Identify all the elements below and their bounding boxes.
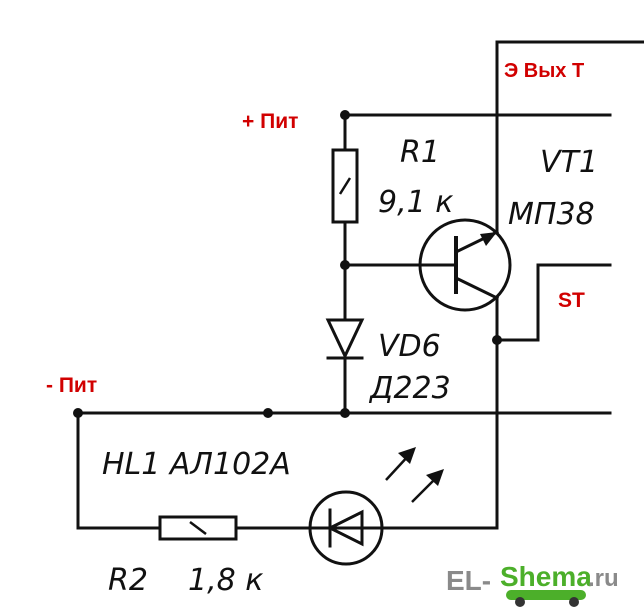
watermark-suffix-text: .ru [588, 565, 619, 592]
junction-dot [340, 408, 350, 418]
vt1-type-label: МП38 [508, 197, 595, 232]
led-hl1 [308, 490, 384, 566]
junction-dot [263, 408, 273, 418]
r1-ref-label: R1 [400, 135, 440, 170]
st-label: ST [558, 289, 585, 312]
plus-supply-label: + Пит [242, 110, 298, 133]
vd6-type-label: Д223 [368, 371, 451, 406]
vt1-ref-label: VT1 [540, 145, 598, 180]
r2-ref-label: R2 [108, 563, 148, 598]
junction-dot [492, 335, 502, 345]
light-arrows [385, 447, 444, 503]
r1-value-label: 9,1 к [378, 185, 453, 220]
junction-dot [73, 408, 83, 418]
junction-dot [340, 260, 350, 270]
car-icon [506, 590, 586, 607]
resistor-r2 [158, 515, 238, 541]
watermark-logo: EL- Shema .ru [446, 561, 619, 607]
minus-supply-label: - Пит [46, 374, 97, 397]
hl1-label: HL1 АЛ102А [102, 447, 291, 482]
watermark-left-text: EL- [446, 565, 491, 596]
diode-vd6 [325, 318, 365, 360]
emitter-output-label: Э Вых Т [504, 60, 584, 82]
r2-value-label: 1,8 к [188, 563, 263, 598]
watermark-right-text: Shema [500, 561, 592, 592]
junction-dots [73, 110, 502, 418]
resistor-r1 [331, 148, 359, 224]
transistor-vt1 [418, 218, 512, 312]
junction-dot [340, 110, 350, 120]
vd6-ref-label: VD6 [378, 329, 441, 364]
